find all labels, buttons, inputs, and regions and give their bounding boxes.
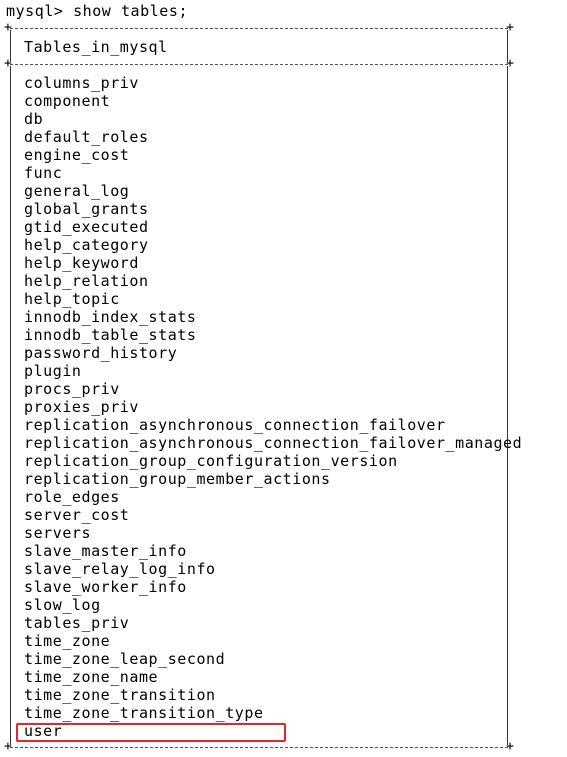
table-row: func — [24, 164, 63, 182]
table-row: time_zone_transition_type — [24, 704, 264, 722]
table-bottom-border — [4, 738, 514, 756]
table-row: component — [24, 92, 111, 110]
table-row: plugin — [24, 362, 82, 380]
table-row: password_history — [24, 344, 178, 362]
table-row: slow_log — [24, 596, 101, 614]
table-left-bar-header — [10, 30, 11, 62]
table-row: time_zone_leap_second — [24, 650, 226, 668]
table-row: replication_asynchronous_connection_fail… — [24, 434, 523, 452]
table-row: slave_master_info — [24, 542, 187, 560]
table-row: time_zone_name — [24, 668, 159, 686]
table-row: slave_relay_log_info — [24, 560, 216, 578]
table-row: servers — [24, 524, 92, 542]
table-row: tables_priv — [24, 614, 130, 632]
table-row: replication_asynchronous_connection_fail… — [24, 416, 446, 434]
table-row: time_zone — [24, 632, 111, 650]
table-row: innodb_index_stats — [24, 308, 197, 326]
table-top-border — [4, 19, 514, 37]
table-row: procs_priv — [24, 380, 120, 398]
table-row: db — [24, 110, 44, 128]
table-row: engine_cost — [24, 146, 130, 164]
table-row: time_zone_transition — [24, 686, 216, 704]
table-row: global_grants — [24, 200, 149, 218]
table-row: role_edges — [24, 488, 120, 506]
column-header: Tables_in_mysql — [24, 38, 168, 56]
table-row-highlighted: user — [24, 722, 63, 740]
table-row: help_relation — [24, 272, 149, 290]
command-prompt: mysql> show tables; — [6, 2, 189, 20]
table-row: replication_group_configuration_version — [24, 452, 398, 470]
table-row: general_log — [24, 182, 130, 200]
table-right-bar — [507, 66, 508, 745]
table-row: help_topic — [24, 290, 120, 308]
table-row: help_keyword — [24, 254, 139, 272]
table-row: default_roles — [24, 128, 149, 146]
table-row: innodb_table_stats — [24, 326, 197, 344]
table-row: replication_group_member_actions — [24, 470, 331, 488]
table-row: server_cost — [24, 506, 130, 524]
table-row: slave_worker_info — [24, 578, 187, 596]
table-row: help_category — [24, 236, 149, 254]
table-row: proxies_priv — [24, 398, 139, 416]
table-left-bar — [10, 66, 11, 745]
highlight-box — [16, 723, 286, 742]
table-right-bar-header — [507, 30, 508, 62]
table-row: columns_priv — [24, 74, 139, 92]
table-row: gtid_executed — [24, 218, 149, 236]
table-header-border — [4, 55, 514, 73]
